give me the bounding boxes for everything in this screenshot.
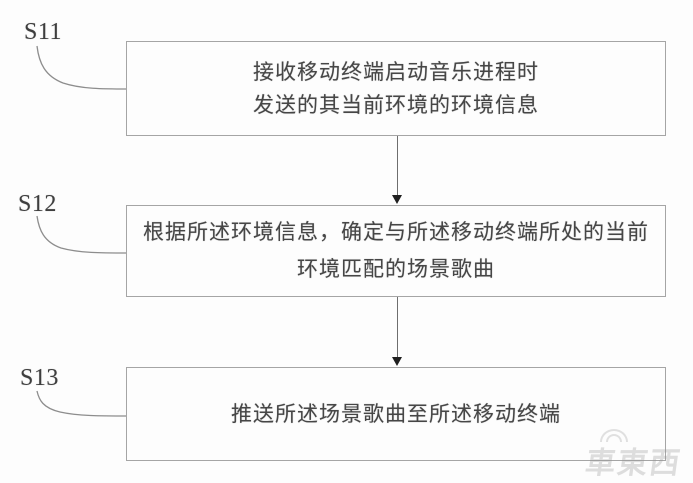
step-s13-text-line-1: 推送所述场景歌曲至所述移动终端 [231, 402, 561, 426]
step-connector-s13-curve [36, 390, 129, 417]
step-s12-text-line-2: 环境匹配的场景歌曲 [297, 257, 495, 281]
step-box-s12: 根据所述环境信息，确定与所述移动终端所处的当前 环境匹配的场景歌曲 [126, 205, 666, 297]
step-box-s11: 接收移动终端启动音乐进程时 发送的其当前环境的环境信息 [126, 41, 666, 136]
step-s11-text-line-2: 发送的其当前环境的环境信息 [253, 92, 539, 117]
step-s11-text-line-1: 接收移动终端启动音乐进程时 [253, 59, 539, 84]
step-label-s13: S13 [20, 365, 59, 391]
watermark: 車東西 [583, 447, 684, 480]
flow-arrow-2-head-icon [391, 357, 402, 366]
step-connector-s12-curve [36, 215, 129, 254]
step-connector-s11-curve [36, 45, 130, 90]
step-s12-text-line-1: 根据所述环境信息，确定与所述移动终端所处的当前 [143, 220, 649, 244]
step-box-s13: 推送所述场景歌曲至所述移动终端 [126, 367, 666, 461]
step-label-s11: S11 [24, 19, 62, 45]
flow-arrow-2-line [396, 297, 398, 358]
flow-arrow-1-head-icon [391, 195, 402, 204]
watermark-arc-icon [606, 434, 622, 442]
step-label-s12: S12 [18, 191, 57, 217]
flow-arrow-1-line [396, 136, 398, 196]
